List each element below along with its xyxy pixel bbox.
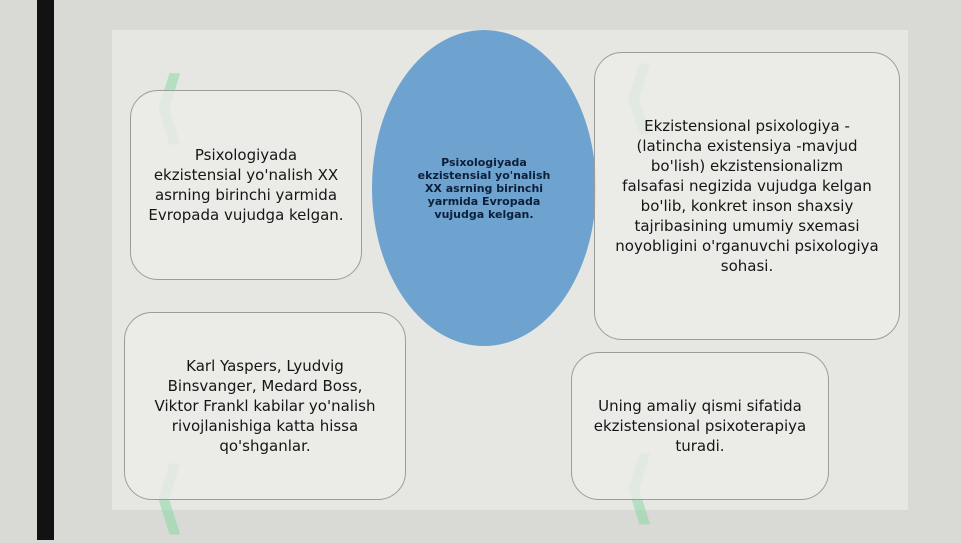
center-ellipse-text: Psixologiyada ekzistensial yo'nalish XX … xyxy=(417,155,551,221)
card-top-right: Ekzistensional psixologiya - (latincha e… xyxy=(594,52,900,340)
left-dark-bar xyxy=(37,0,54,540)
card-top-right-text: Ekzistensional psixologiya - (latincha e… xyxy=(615,117,879,275)
card-top-left: Psixologiyada ekzistensial yo'nalish XX … xyxy=(130,90,362,280)
card-bottom-left-text: Karl Yaspers, Lyudvig Binsvanger, Medard… xyxy=(154,357,376,455)
card-bottom-left: Karl Yaspers, Lyudvig Binsvanger, Medard… xyxy=(124,312,406,500)
card-bottom-right: Uning amaliy qismi sifatida ekzistension… xyxy=(571,352,829,500)
card-top-left-text: Psixologiyada ekzistensial yo'nalish XX … xyxy=(148,146,344,224)
card-bottom-right-text: Uning amaliy qismi sifatida ekzistension… xyxy=(593,397,807,455)
center-ellipse: Psixologiyada ekzistensial yo'nalish XX … xyxy=(372,30,596,346)
